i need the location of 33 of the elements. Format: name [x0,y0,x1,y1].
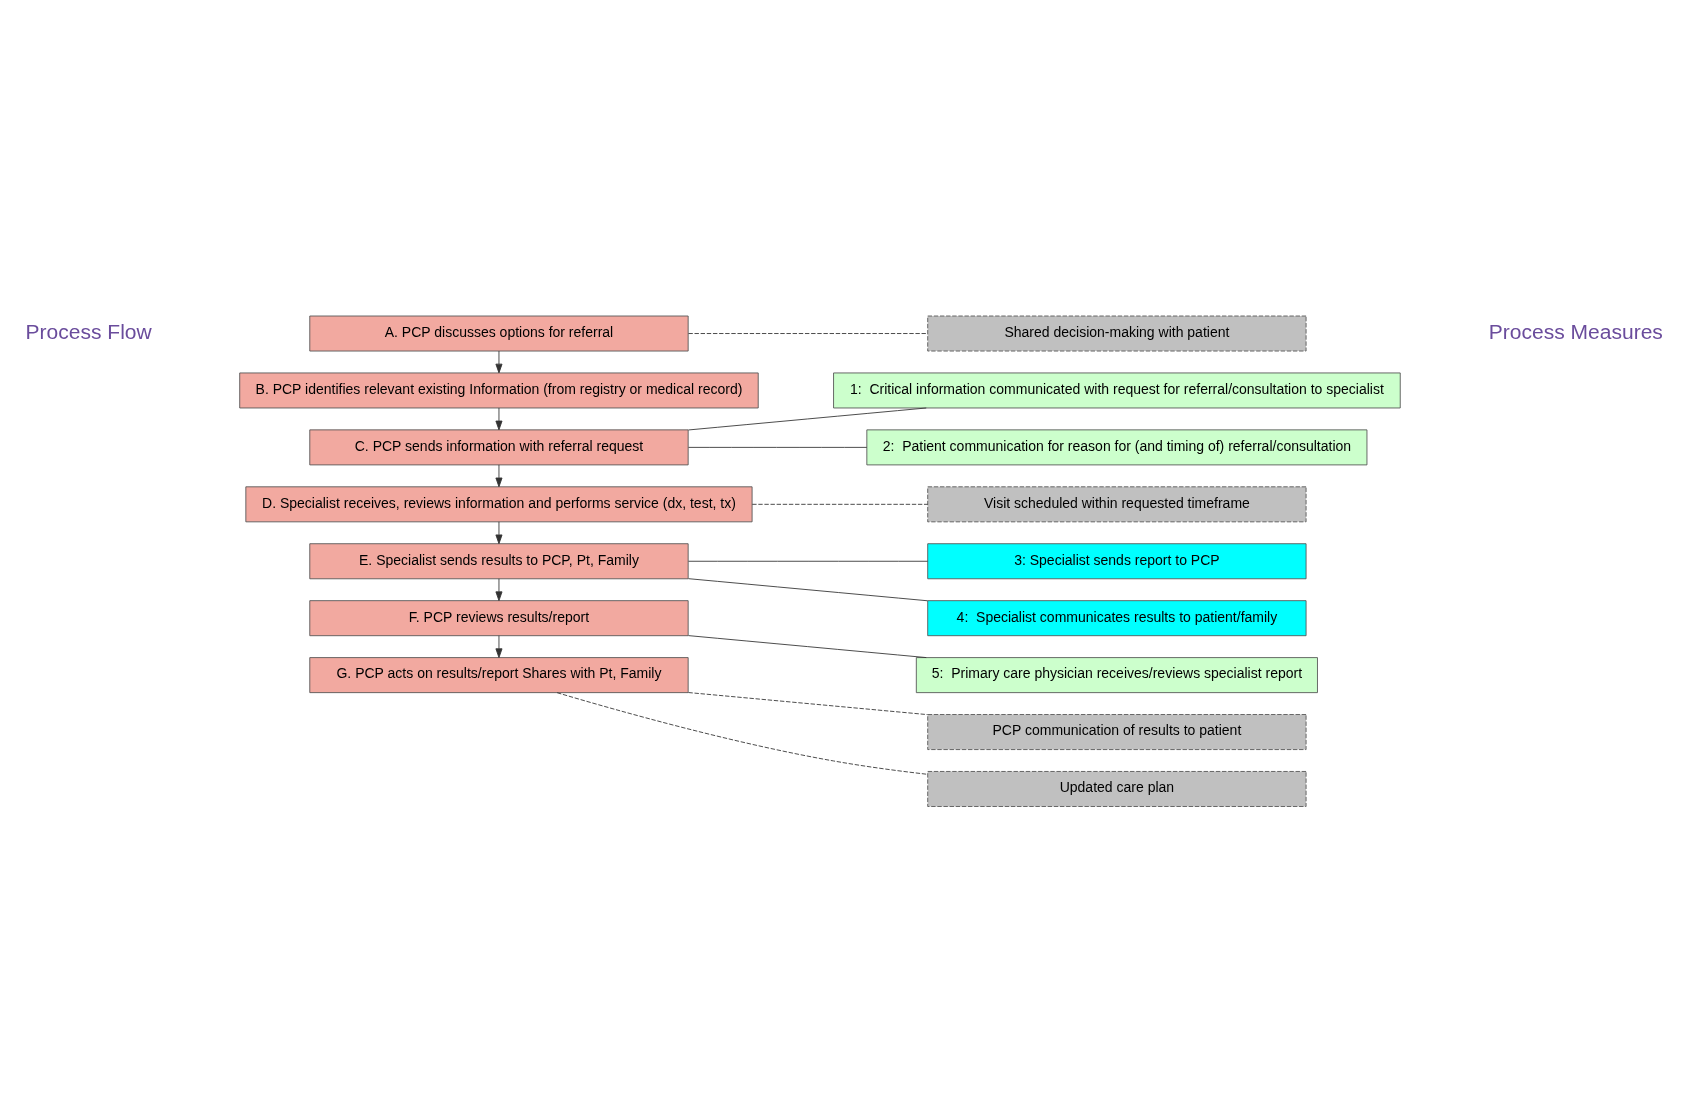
node-box: A. PCP discusses options for referral [309,315,689,351]
node-box: D. Specialist receives, reviews information and performs service (dx, test, tx) [245,485,753,522]
node-box: G. PCP acts on results/report Shares with Pt, Family [309,656,689,693]
label: Process Flow [25,319,152,343]
connector [688,407,927,430]
connector [688,577,929,601]
arrow [495,577,503,601]
node-box: 5: Primary care physician receives/reviews specialist report [915,656,1318,693]
node-box: E. Specialist sends results to PCP, Pt, Family [309,542,689,579]
label: Process Measures [1488,319,1663,343]
connector [688,691,929,715]
connector [688,446,868,448]
arrow [495,634,503,658]
node-box: 1: Critical information communicated with request for referral/consultation to specialist [833,372,1401,408]
node-box: C. PCP sends information with referral request [309,428,689,465]
node-box: B. PCP identifies relevant existing Information (from registry or medical record) [239,372,759,408]
arrow [495,520,503,544]
node-box: Visit scheduled within requested timeframe [927,485,1307,522]
node-box: Updated care plan [927,770,1307,807]
arrow [495,350,503,373]
node-box: 2: Patient communication for reason for (and timing of) referral/consultation [866,428,1368,465]
node-box: Shared decision-making with patient [927,315,1307,351]
connector [688,560,929,562]
arrow [495,407,503,430]
node-box: PCP communication of results to patient [927,713,1307,750]
node-box: 4: Specialist communicates results to patient/family [927,599,1307,636]
connector [688,332,929,334]
connector [751,503,929,505]
arrow [495,463,503,487]
connector [688,634,927,658]
node-box: F. PCP reviews results/report [309,599,689,636]
node-box: 3: Specialist sends report to PCP [927,542,1307,579]
connector [556,691,928,775]
